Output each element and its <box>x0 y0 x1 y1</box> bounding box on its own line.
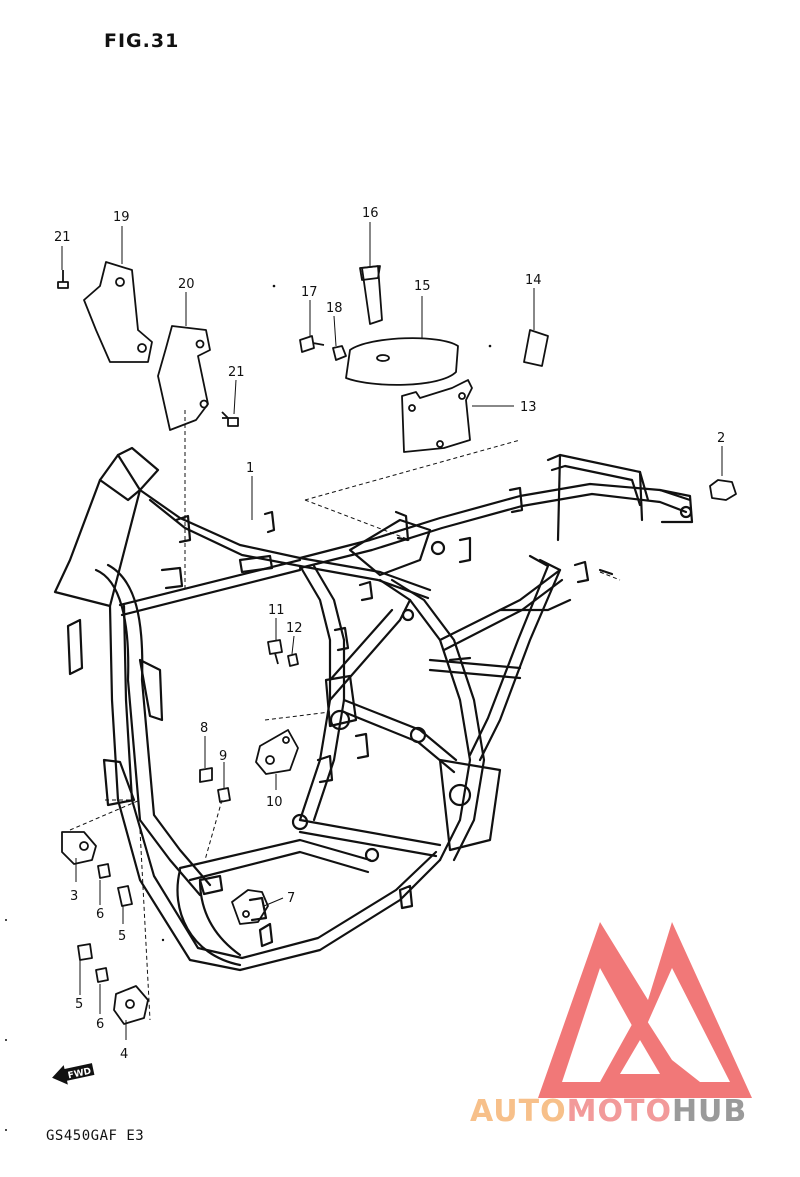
part-5-bolt-top <box>117 885 133 907</box>
scan-specks <box>5 284 492 1131</box>
small-parts <box>57 261 737 1025</box>
callout-19: 19 <box>113 210 130 225</box>
callout-2: 2 <box>717 431 725 446</box>
callout-13: 13 <box>520 400 537 415</box>
callout-11: 11 <box>268 603 285 618</box>
callout-5-upper: 5 <box>118 929 126 944</box>
fwd-label: FWD <box>67 1067 92 1082</box>
frame-assembly <box>53 446 694 972</box>
part-17-bolt <box>299 335 325 353</box>
callout-numbers: 1 2 3 4 5 5 6 6 7 8 9 10 11 12 13 14 15 … <box>54 206 725 1062</box>
watermark-brand-text: AUTOMOTOHUB <box>470 1094 747 1129</box>
callout-6-upper: 6 <box>96 907 104 922</box>
part-21-screw-mid <box>221 411 239 427</box>
part-12-washer <box>287 653 299 667</box>
callout-5-lower: 5 <box>75 997 83 1012</box>
part-2-grommet <box>709 479 737 501</box>
part-10-plate <box>255 729 299 775</box>
figure-title: FIG.31 <box>104 30 180 52</box>
brand-hub: HUB <box>671 1094 748 1129</box>
part-18-nut <box>332 345 347 361</box>
part-14-label <box>523 329 549 367</box>
part-6-washer-bottom <box>95 967 109 983</box>
part-8-bolt <box>199 767 213 783</box>
callout-8: 8 <box>200 721 208 736</box>
callout-3: 3 <box>70 889 78 904</box>
callout-1: 1 <box>246 461 254 476</box>
part-19-bracket <box>83 261 153 363</box>
callout-21-mid: 21 <box>228 365 245 380</box>
part-15-toolbox <box>345 337 459 386</box>
brand-moto: MOTO <box>566 1094 672 1129</box>
callout-18: 18 <box>326 301 343 316</box>
callout-10: 10 <box>266 795 283 810</box>
brand-auto: AUTO <box>470 1094 567 1129</box>
model-code: GS450GAF E3 <box>46 1128 145 1144</box>
part-4-plate <box>113 985 149 1025</box>
callout-4: 4 <box>120 1047 128 1062</box>
callout-21-top: 21 <box>54 230 71 245</box>
callout-17: 17 <box>301 285 318 300</box>
watermark-logo-triangle <box>538 922 752 1098</box>
part-13-bracket <box>401 379 473 453</box>
callout-15: 15 <box>414 279 431 294</box>
part-21-screw-top <box>57 270 69 289</box>
callout-6-lower: 6 <box>96 1017 104 1032</box>
callout-9: 9 <box>219 749 227 764</box>
part-5-bolt-bottom <box>77 943 93 961</box>
part-9-washer <box>217 787 231 803</box>
part-6-washer-top <box>97 863 111 879</box>
part-7-plate <box>231 889 269 925</box>
callout-16: 16 <box>362 206 379 221</box>
callout-leader-lines <box>61 222 723 1040</box>
part-3-plate <box>61 831 97 865</box>
callout-12: 12 <box>286 621 303 636</box>
part-11-bolt <box>267 639 283 665</box>
part-20-bracket <box>157 325 211 431</box>
callout-14: 14 <box>525 273 542 288</box>
callout-7: 7 <box>287 891 295 906</box>
fwd-arrow-icon: FWD <box>52 1063 95 1085</box>
callout-20: 20 <box>178 277 195 292</box>
dashed-guide-lines <box>69 410 621 1021</box>
